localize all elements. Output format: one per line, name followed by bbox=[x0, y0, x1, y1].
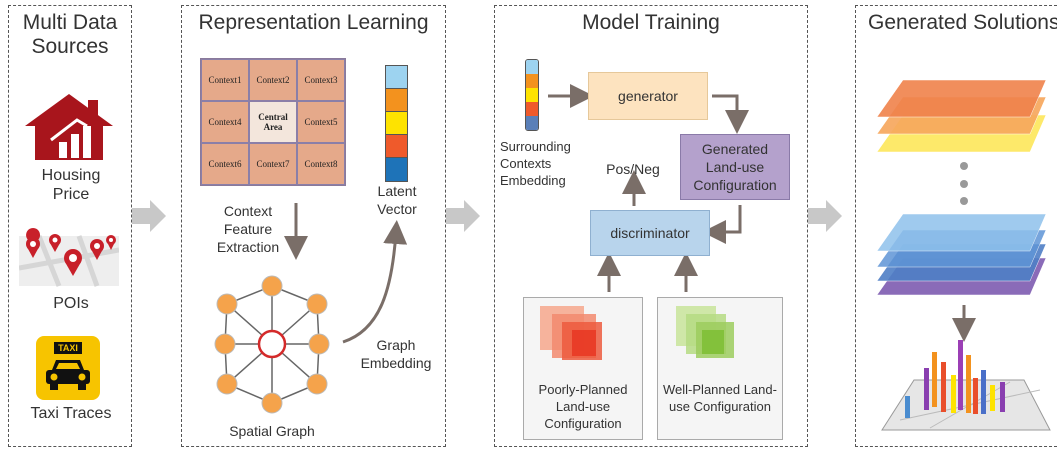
context-grid: Context1 Context2 Context3 Context4 Cent… bbox=[200, 58, 346, 186]
surrounding-vector bbox=[525, 59, 539, 131]
big-arrow-1 bbox=[132, 200, 166, 232]
context-cell: Context8 bbox=[297, 143, 345, 185]
vector-cell bbox=[386, 112, 407, 135]
vector-cell bbox=[526, 102, 538, 116]
taxi-icon: TAXI bbox=[36, 336, 100, 400]
vector-cell bbox=[386, 66, 407, 89]
housing-label: Housing Price bbox=[41, 167, 101, 203]
big-arrow-2 bbox=[446, 200, 480, 232]
map-pins-icon bbox=[19, 228, 119, 287]
representation-panel: Representation Learning bbox=[181, 5, 446, 447]
vector-cell bbox=[526, 60, 538, 74]
training-title: Model Training bbox=[582, 11, 720, 34]
well-config-label: Well-Planned Land-use Configuration bbox=[663, 382, 777, 414]
solutions-title: Generated Solutions bbox=[868, 11, 1057, 34]
pois-label: POIs bbox=[53, 295, 89, 312]
training-panel: Model Training bbox=[494, 5, 808, 447]
embedding-label: Graph Embedding bbox=[360, 337, 432, 371]
context-cell: Context3 bbox=[297, 59, 345, 101]
taxi-label: Taxi Traces bbox=[30, 405, 112, 422]
context-cell: Context5 bbox=[297, 101, 345, 143]
big-arrow-3 bbox=[808, 200, 842, 232]
representation-title: Representation Learning bbox=[198, 11, 429, 34]
vector-cell bbox=[526, 116, 538, 130]
context-cell: Context7 bbox=[249, 143, 297, 185]
taxi-sign: TAXI bbox=[54, 342, 82, 354]
graph-label: Spatial Graph bbox=[229, 423, 315, 439]
vector-cell bbox=[386, 89, 407, 112]
vector-cell bbox=[526, 88, 538, 102]
solutions-panel: Generated Solutions bbox=[855, 5, 1057, 447]
context-cell: Context1 bbox=[201, 59, 249, 101]
vector-cell bbox=[386, 158, 407, 181]
well-config-frame bbox=[657, 297, 783, 440]
extraction-label: Context Feature Extraction bbox=[216, 203, 280, 255]
vector-cell bbox=[386, 135, 407, 158]
generated-config-box: Generated Land-use Configuration bbox=[680, 134, 790, 200]
sources-panel: Multi Data Sources Housing Price POIs TA… bbox=[8, 5, 132, 447]
latent-label: Latent Vector bbox=[377, 183, 417, 217]
context-cell: Context6 bbox=[201, 143, 249, 185]
latent-vector bbox=[385, 65, 408, 182]
central-area-cell: Central Area bbox=[249, 101, 297, 143]
vector-cell bbox=[526, 74, 538, 88]
posneg-label: Pos/Neg bbox=[606, 161, 660, 177]
context-cell: Context2 bbox=[249, 59, 297, 101]
generator-box: generator bbox=[588, 72, 708, 120]
discriminator-box: discriminator bbox=[590, 210, 710, 256]
sources-title: Multi Data Sources bbox=[22, 11, 118, 58]
house-chart-icon bbox=[25, 94, 113, 160]
context-cell: Context4 bbox=[201, 101, 249, 143]
poor-config-label: Poorly-Planned Land-use Configuration bbox=[538, 382, 628, 431]
surrounding-label: Surrounding Contexts Embedding bbox=[500, 139, 571, 188]
